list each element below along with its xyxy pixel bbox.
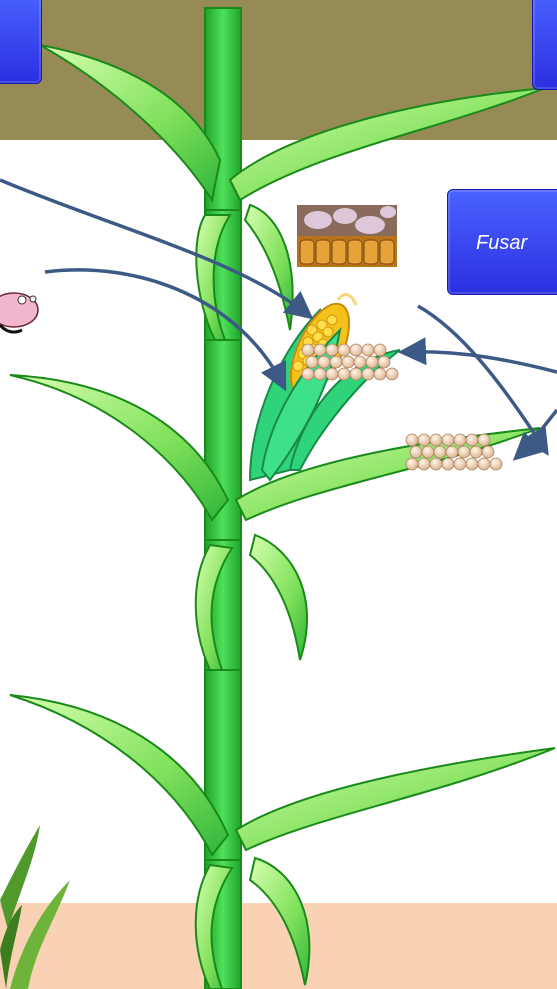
arrow-from-fusarium bbox=[418, 306, 545, 450]
egg-cluster-icon bbox=[406, 434, 502, 470]
corn-leaves bbox=[10, 45, 555, 989]
fusarium-label-box[interactable]: Fusar bbox=[447, 189, 557, 295]
fusarium-label: Fusar bbox=[476, 232, 527, 255]
pest-larva-icon bbox=[0, 293, 38, 332]
moldy-kernels-icon bbox=[297, 205, 397, 267]
info-box-right[interactable] bbox=[532, 0, 557, 90]
soil-band bbox=[0, 903, 557, 989]
arrow-to-ear bbox=[45, 270, 283, 385]
arrow-to-silk bbox=[0, 180, 308, 315]
egg-cluster-icon bbox=[302, 344, 398, 380]
info-box-left[interactable] bbox=[0, 0, 42, 84]
